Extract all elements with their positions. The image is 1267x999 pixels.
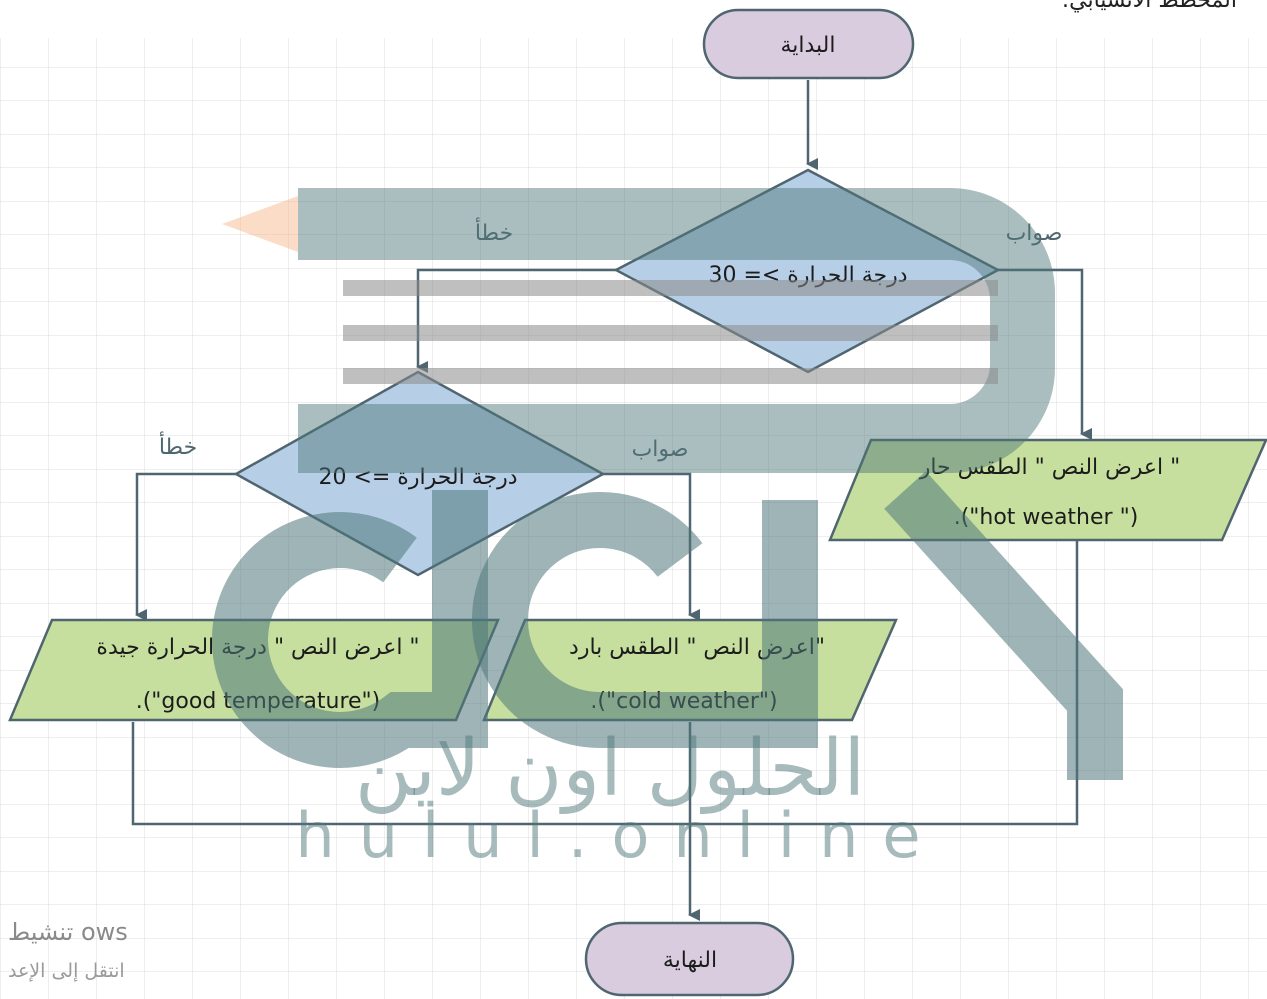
start-terminal bbox=[702, 8, 915, 80]
connector-decision2-false bbox=[135, 472, 236, 621]
end-terminal bbox=[584, 921, 795, 997]
start-label: البداية bbox=[780, 33, 835, 58]
watermark-glyph-left bbox=[212, 490, 488, 768]
watermark-logo: الحلول اون لاين hulul.online bbox=[212, 188, 1123, 872]
end-label: النهاية bbox=[663, 948, 717, 973]
watermark-glyph-mid bbox=[472, 492, 818, 748]
output-hot-line2: .("hot weather ") bbox=[954, 505, 1139, 530]
decision1-true-label: صواب bbox=[1006, 221, 1063, 246]
watermark-bar-3 bbox=[343, 368, 998, 384]
diagram-heading: المخطط الانسيابي: bbox=[1061, 0, 1237, 13]
output-hot-line1: اعرض النص " الطقس حار " bbox=[919, 455, 1181, 480]
connector-decision2-true bbox=[603, 472, 700, 621]
watermark-latin-text: hulul.online bbox=[295, 799, 944, 872]
watermark-bar-2 bbox=[343, 325, 998, 341]
connector-decision1-true bbox=[998, 268, 1092, 440]
activation-notice-subtitle: انتقل إلى الإعد bbox=[8, 960, 125, 982]
watermark-arrow-tip bbox=[222, 196, 298, 252]
watermark-d-shape bbox=[298, 188, 1055, 473]
decision2-true-label: صواب bbox=[632, 437, 689, 462]
activation-notice-title: تنشيط ows bbox=[8, 918, 128, 946]
connector-hot-merge bbox=[690, 540, 1079, 826]
decision2-label: درجة الحرارة => 20 bbox=[318, 465, 517, 490]
connectors bbox=[131, 80, 1092, 921]
decision1-false-label: خطأ bbox=[475, 217, 513, 246]
watermark-bar-1 bbox=[343, 280, 998, 296]
decision2-false-label: خطأ bbox=[159, 431, 197, 460]
watermark-glyph-right bbox=[884, 471, 1123, 780]
connector-good-merge bbox=[131, 722, 690, 826]
watermark-arabic-text: الحلول اون لاين bbox=[355, 724, 865, 815]
